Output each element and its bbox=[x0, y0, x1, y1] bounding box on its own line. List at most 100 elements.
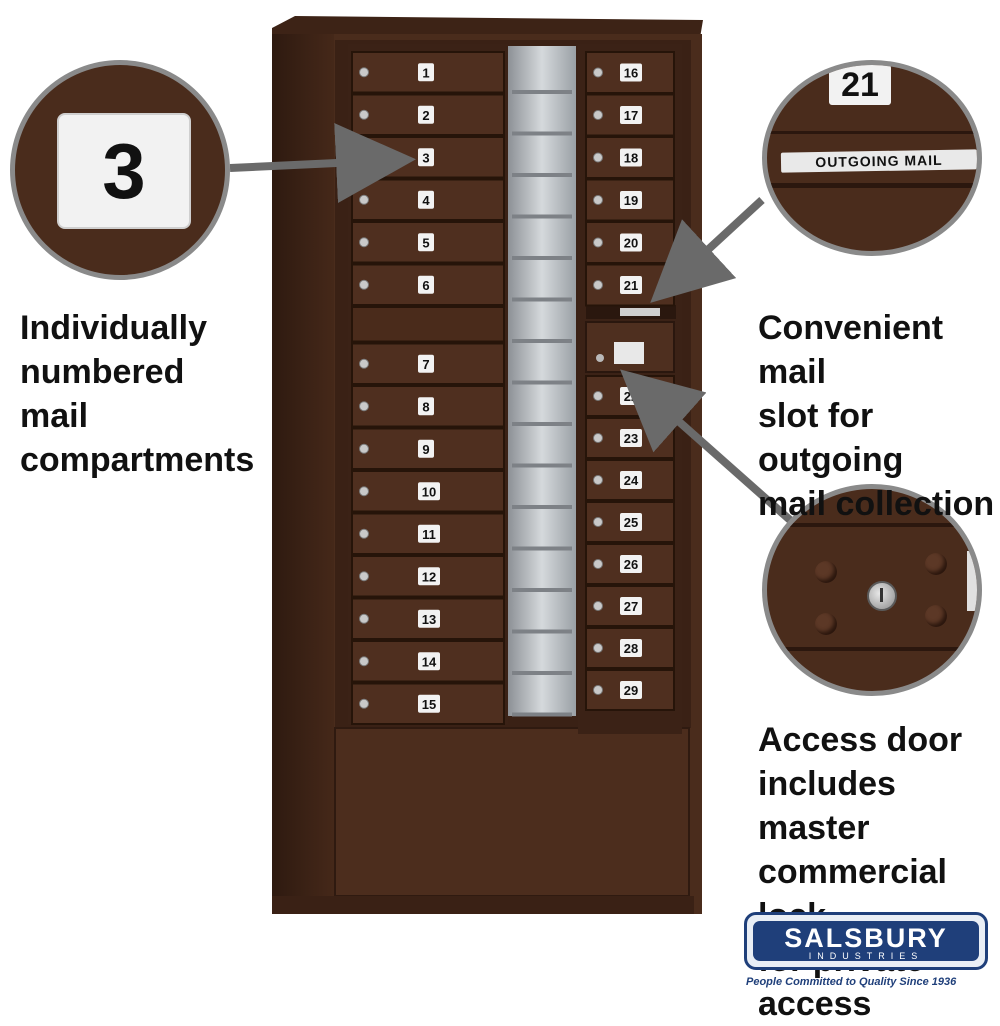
compartment-door-6[interactable]: 6 bbox=[351, 263, 505, 306]
lock-icon[interactable] bbox=[593, 280, 603, 290]
us-mail-plate bbox=[614, 342, 644, 364]
number-plate bbox=[620, 681, 642, 699]
zoom-number-plate: 3 bbox=[57, 113, 191, 229]
compartment-door-28[interactable]: 28 bbox=[585, 627, 675, 669]
lock-icon[interactable] bbox=[359, 152, 369, 163]
compartment-number: 28 bbox=[624, 641, 638, 656]
compartment-door-1[interactable]: 1 bbox=[351, 51, 505, 94]
number-plate bbox=[418, 652, 440, 671]
compartment-door-22[interactable]: 22 bbox=[585, 375, 675, 417]
compartment-number: 2 bbox=[422, 108, 429, 123]
compartment-number: 22 bbox=[624, 389, 638, 404]
master-lock-icon[interactable] bbox=[867, 581, 897, 611]
number-plate bbox=[418, 567, 440, 586]
compartment-door-19[interactable]: 19 bbox=[585, 178, 675, 222]
compartment-door-26[interactable]: 26 bbox=[585, 543, 675, 585]
lock-icon[interactable] bbox=[593, 152, 603, 163]
compartment-door-8[interactable]: 8 bbox=[351, 385, 505, 428]
interior-shelf bbox=[512, 546, 572, 551]
lock-icon[interactable] bbox=[593, 601, 603, 611]
lock-icon[interactable] bbox=[359, 279, 369, 290]
compartment-door-11[interactable]: 11 bbox=[351, 512, 505, 555]
compartment-door-12[interactable]: 12 bbox=[351, 555, 505, 598]
compartment-number: 1 bbox=[422, 65, 429, 80]
interior-shelf bbox=[512, 297, 572, 302]
lock-icon[interactable] bbox=[359, 237, 369, 248]
compartment-door-9[interactable]: 9 bbox=[351, 427, 505, 470]
lock-icon[interactable] bbox=[593, 517, 603, 527]
compartment-door-17[interactable]: 17 bbox=[585, 93, 675, 137]
lock-icon[interactable] bbox=[359, 358, 369, 369]
lock-icon[interactable] bbox=[593, 559, 603, 569]
compartment-door-24[interactable]: 24 bbox=[585, 459, 675, 501]
lock-icon[interactable] bbox=[359, 613, 369, 624]
compartment-door-15[interactable]: 15 bbox=[351, 682, 505, 725]
compartment-door-10[interactable]: 10 bbox=[351, 470, 505, 513]
compartment-number: 14 bbox=[422, 654, 437, 669]
open-interior bbox=[508, 46, 576, 717]
lock-icon[interactable] bbox=[593, 433, 603, 443]
compartment-door-14[interactable]: 14 bbox=[351, 640, 505, 683]
compartment-door-29[interactable]: 29 bbox=[585, 669, 675, 711]
number-plate bbox=[620, 191, 642, 209]
lock-icon[interactable] bbox=[593, 475, 603, 485]
compartment-door-2[interactable]: 2 bbox=[351, 93, 505, 136]
compartment-door-27[interactable]: 27 bbox=[585, 585, 675, 627]
lock-icon[interactable] bbox=[359, 67, 369, 78]
interior-shelf bbox=[512, 256, 572, 260]
lock-icon[interactable] bbox=[593, 67, 603, 78]
compartment-number: 8 bbox=[422, 399, 429, 414]
number-plate bbox=[418, 63, 434, 82]
lock-icon[interactable] bbox=[359, 698, 369, 709]
rivet-icon bbox=[815, 561, 837, 583]
compartment-number: 24 bbox=[624, 473, 639, 488]
zoom-door-line bbox=[767, 131, 977, 134]
compartment-number: 17 bbox=[624, 108, 638, 123]
compartment-number: 20 bbox=[624, 236, 638, 251]
compartment-door-7[interactable]: 7 bbox=[351, 342, 505, 385]
compartment-door-5[interactable]: 5 bbox=[351, 221, 505, 264]
interior-shelf bbox=[512, 90, 572, 94]
compartment-door-16[interactable]: 16 bbox=[585, 51, 675, 94]
compartment-number: 21 bbox=[624, 278, 638, 293]
compartment-door-23[interactable]: 23 bbox=[585, 417, 675, 459]
lock-icon[interactable] bbox=[359, 528, 369, 539]
compartment-number: 4 bbox=[422, 193, 430, 208]
zoom-door-top-edge bbox=[767, 523, 977, 527]
zoom-side-plate bbox=[967, 551, 977, 611]
compartment-door-13[interactable]: 13 bbox=[351, 597, 505, 640]
interior-shelf bbox=[512, 588, 572, 592]
lock-icon[interactable] bbox=[359, 194, 369, 205]
compartment-door-4[interactable]: 4 bbox=[351, 178, 505, 221]
lock-icon[interactable] bbox=[593, 643, 603, 653]
lock-icon[interactable] bbox=[593, 110, 603, 120]
lock-icon[interactable] bbox=[359, 109, 369, 120]
logo-badge: SALSBURY INDUSTRIES bbox=[744, 912, 988, 970]
lock-icon[interactable] bbox=[593, 391, 603, 401]
lock-icon[interactable] bbox=[593, 237, 603, 248]
lock-icon[interactable] bbox=[359, 443, 369, 454]
compartment-number: 23 bbox=[624, 431, 638, 446]
compartment-number: 3 bbox=[422, 150, 429, 165]
zoom-circle-outgoing: 21 OUTGOING MAIL bbox=[762, 60, 982, 256]
zoom-circle-number: 3 bbox=[10, 60, 230, 280]
compartment-door-20[interactable]: 20 bbox=[585, 221, 675, 264]
logo-subname: INDUSTRIES bbox=[808, 951, 924, 961]
lock-icon[interactable] bbox=[359, 571, 369, 582]
lock-icon[interactable] bbox=[593, 685, 603, 695]
compartment-door-18[interactable]: 18 bbox=[585, 136, 675, 179]
compartment-number: 15 bbox=[422, 697, 436, 712]
compartment-number: 26 bbox=[624, 557, 638, 572]
master-lock[interactable] bbox=[596, 354, 604, 362]
compartment-door-25[interactable]: 25 bbox=[585, 501, 675, 543]
lock-icon[interactable] bbox=[359, 401, 369, 412]
compartment-door-21[interactable]: 21 bbox=[585, 263, 675, 307]
interior-shelf bbox=[512, 422, 572, 426]
compartment-door-3[interactable]: 3 bbox=[351, 136, 505, 179]
lock-icon[interactable] bbox=[359, 656, 369, 667]
zoom-circle-lock bbox=[762, 484, 982, 696]
lock-icon[interactable] bbox=[593, 195, 603, 205]
zoom-number-21-plate: 21 bbox=[829, 65, 891, 105]
lock-icon[interactable] bbox=[359, 486, 369, 497]
